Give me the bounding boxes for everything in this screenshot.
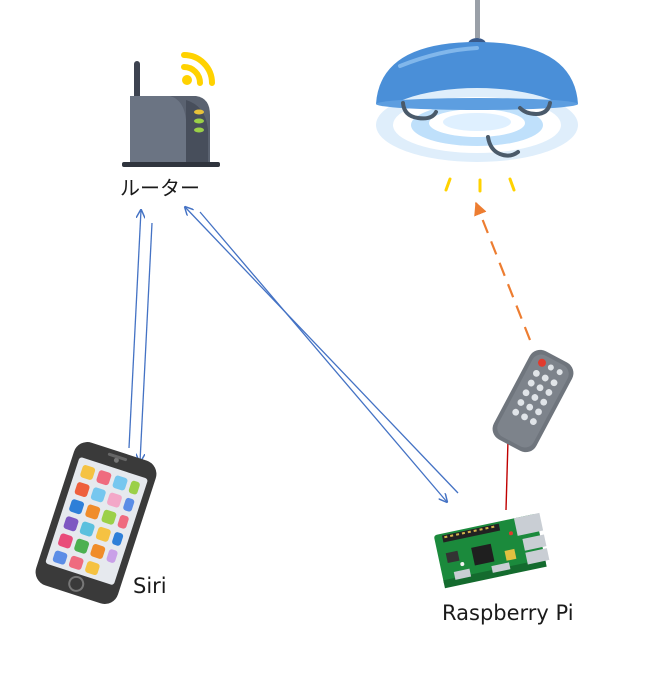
remote-pi-wire [505, 439, 509, 511]
ir-signal-arrow [474, 201, 532, 341]
ceiling-lamp-icon [376, 0, 578, 193]
phone-label: Siri [133, 574, 167, 598]
router-icon [122, 61, 220, 167]
wifi-icon [181, 52, 215, 86]
ir-remote-icon [492, 349, 574, 453]
smartphone-icon [35, 442, 157, 604]
router-phone-link [128, 210, 153, 462]
raspberry-pi-icon [434, 512, 550, 589]
router-pi-link [185, 207, 459, 502]
raspberry-pi-label: Raspberry Pi [442, 601, 574, 625]
router-label: ルーター [120, 176, 200, 200]
